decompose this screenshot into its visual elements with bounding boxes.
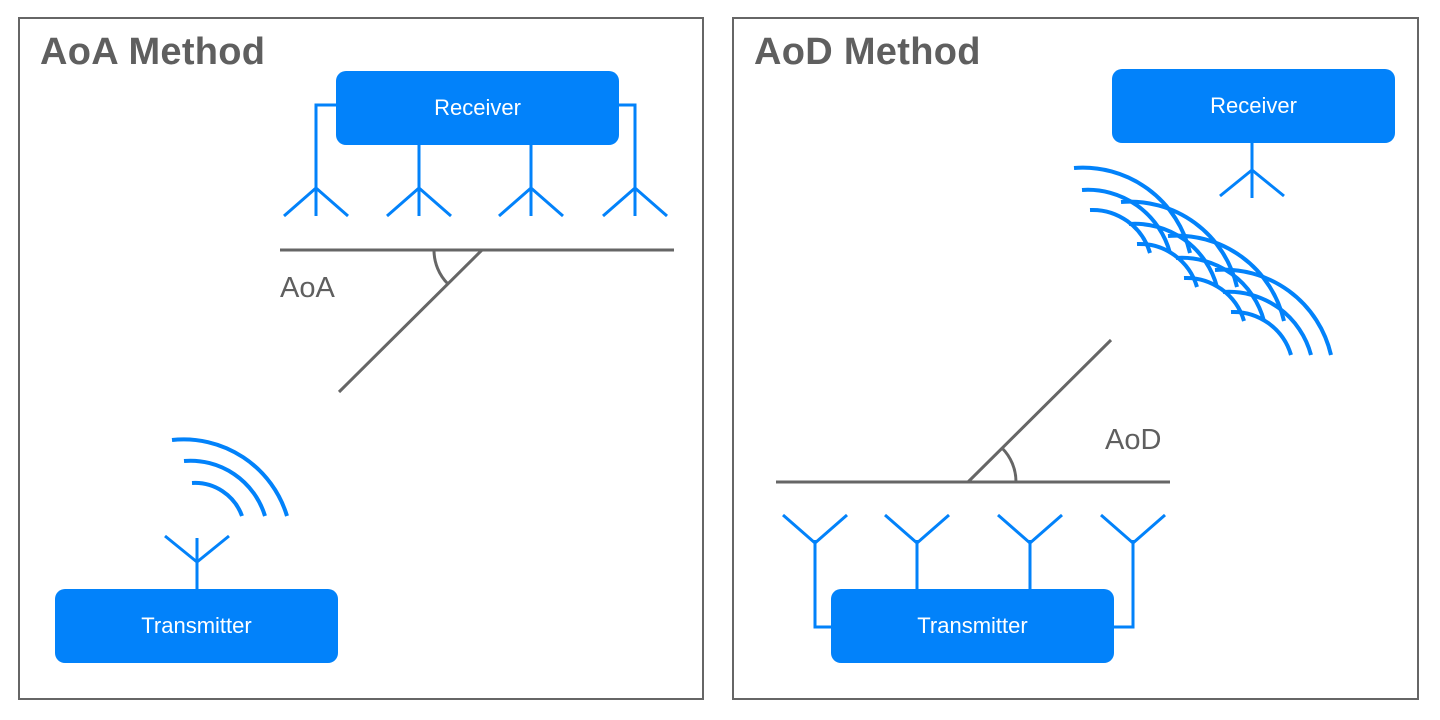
antenna-icon <box>1100 513 1166 545</box>
aoa-angle-label: AoA <box>280 272 335 304</box>
antenna-icon <box>782 513 848 548</box>
panel-title: AoD Method <box>754 31 981 73</box>
panel-title: AoA Method <box>40 31 266 73</box>
aoa-incidence-line <box>337 248 484 394</box>
antenna-icon <box>498 185 564 218</box>
signal-wave-icon <box>1214 267 1333 356</box>
antenna-icon <box>283 185 349 218</box>
aod-method-panel: AoD Method <box>732 17 1419 700</box>
antenna-icon <box>884 513 950 545</box>
angle-arc-icon <box>1000 446 1018 483</box>
antenna-icon <box>997 513 1063 545</box>
antenna-icon <box>602 185 668 218</box>
antenna-icon <box>386 185 452 218</box>
antenna-icon <box>164 534 230 592</box>
aod-transmitter-wiring <box>813 540 1135 629</box>
aoa-receiver-box: Receiver <box>336 71 619 145</box>
aod-departure-line <box>966 338 1113 484</box>
aod-angle-label: AoD <box>1105 424 1162 456</box>
aoa-transmitter-box: Transmitter <box>55 589 338 663</box>
aod-receiver-box: Receiver <box>1112 69 1395 143</box>
angle-arc-icon <box>432 249 450 286</box>
antenna-icon <box>1219 140 1285 198</box>
aoa-method-panel: AoA Method <box>18 17 704 700</box>
aod-transmitter-box: Transmitter <box>831 589 1114 663</box>
aoa-receiver-wiring <box>314 103 637 190</box>
signal-wave-icon <box>171 437 289 517</box>
